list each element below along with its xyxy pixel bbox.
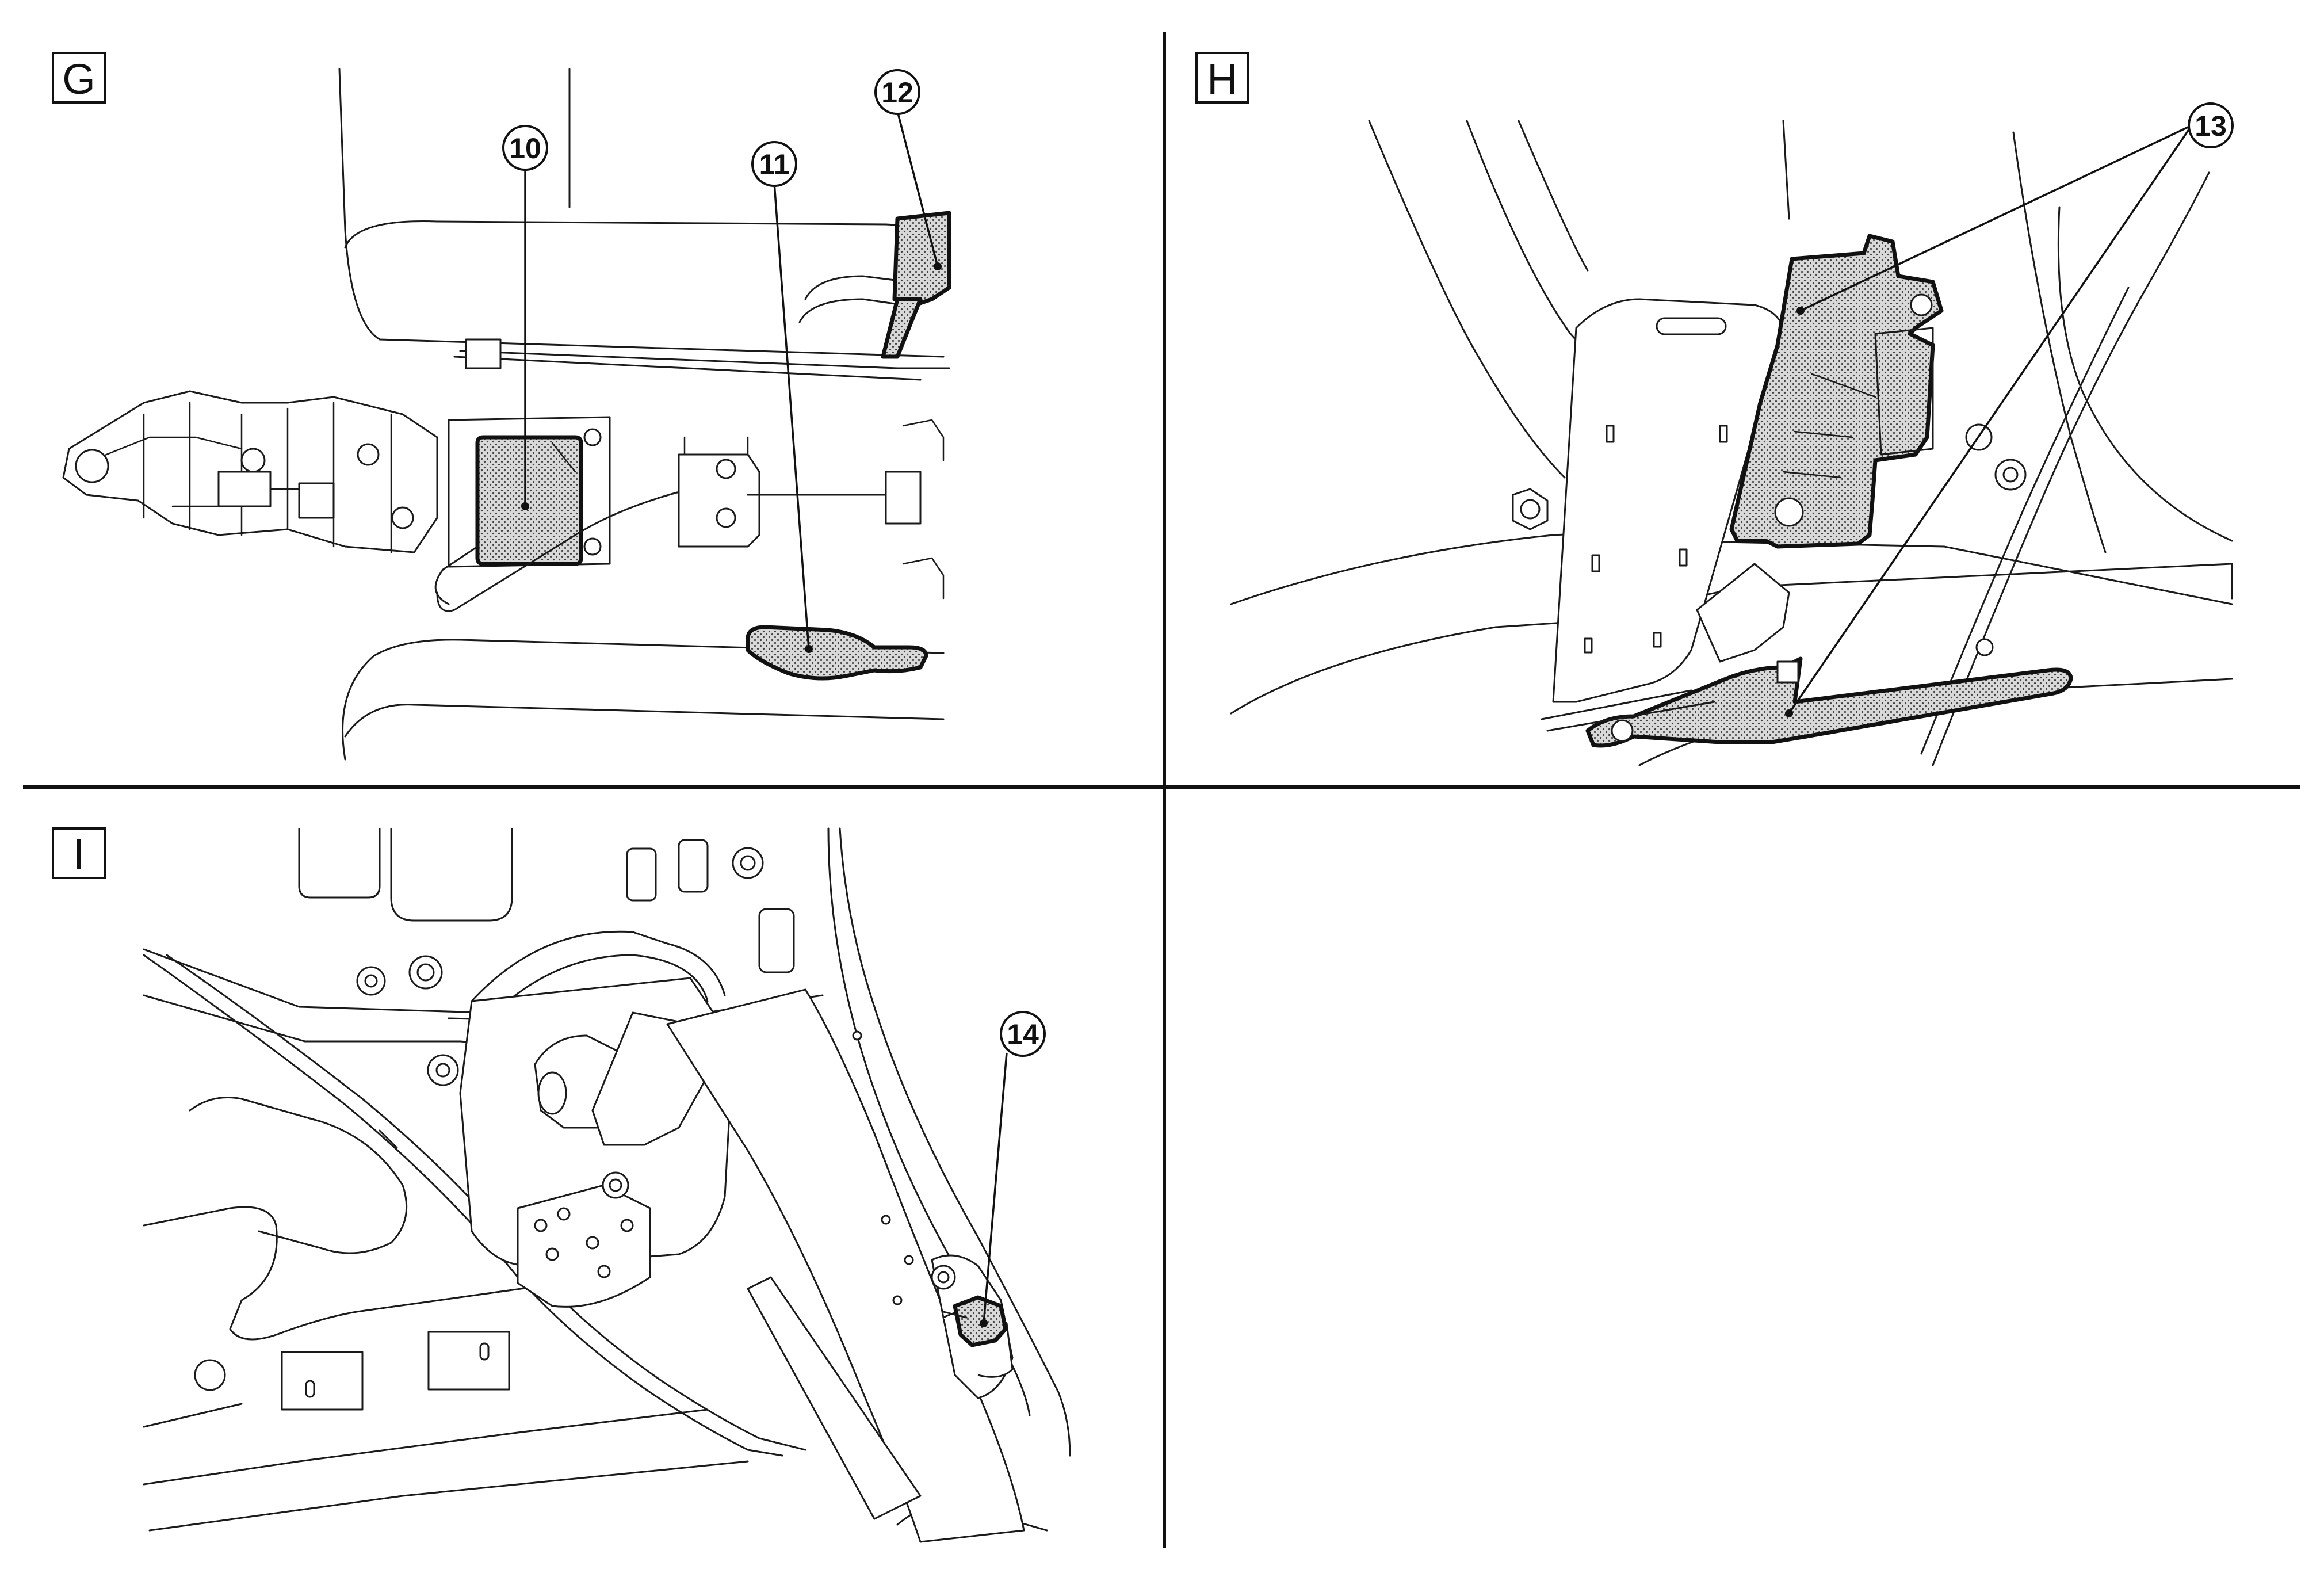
callout-11-circle bbox=[751, 141, 797, 187]
seat-mechanism bbox=[62, 390, 438, 553]
callout-12-circle bbox=[874, 69, 920, 115]
part-13-retractor bbox=[1729, 234, 1944, 549]
clip-housing bbox=[459, 977, 732, 1308]
floor-tabs bbox=[281, 1331, 510, 1411]
callout-14-number: 14 bbox=[1007, 1018, 1039, 1051]
callout-13-circle bbox=[2188, 102, 2234, 148]
trim-cover bbox=[1552, 298, 1784, 703]
panel-i-label-box bbox=[52, 827, 106, 879]
panel-i-label: I bbox=[73, 830, 85, 878]
floor-bracket bbox=[1696, 563, 1790, 663]
panel-h: H bbox=[1195, 52, 2234, 766]
callout-13-number: 13 bbox=[2195, 110, 2227, 142]
panel-h-label-box bbox=[1195, 52, 1249, 104]
panel-g-label-box bbox=[52, 52, 106, 104]
seat-belt-webbing bbox=[666, 988, 1025, 1543]
part-11 bbox=[746, 625, 928, 681]
panel-g-label: G bbox=[62, 55, 95, 103]
seat-outline bbox=[338, 68, 950, 381]
panel-g: G bbox=[52, 52, 951, 761]
seat-cushion bbox=[342, 639, 945, 761]
center-bracket bbox=[678, 436, 760, 548]
callout-14-circle bbox=[1000, 1011, 1046, 1057]
part-10-sensor bbox=[475, 435, 583, 566]
harness-loop bbox=[436, 476, 743, 612]
panel-h-label: H bbox=[1207, 55, 1237, 103]
callout-11-number: 11 bbox=[759, 148, 790, 181]
callout-10-number: 10 bbox=[509, 132, 541, 165]
bolts bbox=[1512, 423, 2027, 656]
callout-12-number: 12 bbox=[881, 77, 913, 109]
part-12 bbox=[892, 211, 951, 307]
part-12-stem bbox=[881, 297, 923, 359]
callout-10-circle bbox=[502, 125, 548, 171]
panel-i: I bbox=[52, 827, 1071, 1543]
